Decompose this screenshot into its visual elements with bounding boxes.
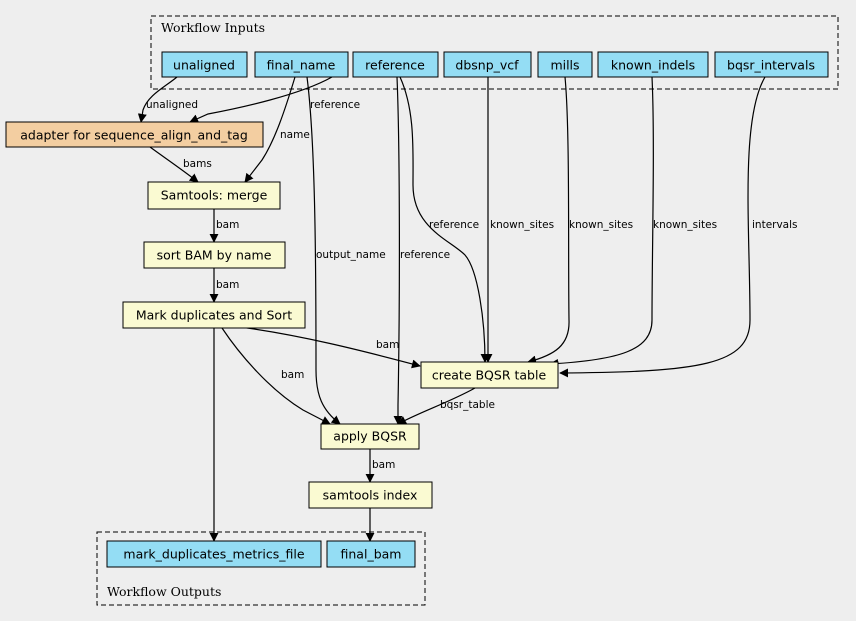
edge-label-name: name <box>280 129 310 141</box>
edge-label-known-sites-dbsnp: known_sites <box>490 219 554 231</box>
output-final-bam[interactable]: final_bam <box>326 540 416 568</box>
edge-label-bqsr-table: bqsr_table <box>440 399 495 411</box>
input-bqsr-intervals[interactable]: bqsr_intervals <box>714 51 829 78</box>
step-mark-duplicates[interactable]: Mark duplicates and Sort <box>122 301 306 329</box>
workflow-outputs-title: Workflow Outputs <box>107 584 221 599</box>
output-metrics-label: mark_duplicates_metrics_file <box>123 547 304 562</box>
step-apply-bqsr-box <box>320 423 420 450</box>
input-dbsnp-vcf-label: dbsnp_vcf <box>455 58 519 73</box>
edge-markdup-to-apply <box>221 327 331 425</box>
output-final-bam-box <box>326 540 416 568</box>
step-adapter-label: adapter for sequence_align_and_tag <box>20 128 248 143</box>
step-create-bqsr-table-label: create BQSR table <box>432 368 547 383</box>
step-samtools-merge-box <box>147 181 281 210</box>
edge-mills-to-table <box>527 76 570 365</box>
edge-unaligned-to-adapter <box>137 76 178 123</box>
step-sort-bam-box <box>143 241 286 269</box>
input-final-name[interactable]: final_name <box>254 51 349 78</box>
workflow-outputs-cluster: Workflow Outputs <box>96 531 426 606</box>
step-adapter-sequence-align[interactable]: adapter for sequence_align_and_tag <box>5 121 264 148</box>
edge-reference-to-apply <box>393 76 403 425</box>
input-known-indels-label: known_indels <box>611 58 695 73</box>
edge-label-bam-markdup-apply: bam <box>281 369 304 381</box>
input-dbsnp-vcf-box <box>443 51 532 78</box>
edge-known-indels-to-table <box>549 76 654 369</box>
input-reference[interactable]: reference <box>352 51 439 78</box>
input-final-name-label: final_name <box>267 58 336 73</box>
input-known-indels[interactable]: known_indels <box>597 51 709 78</box>
step-apply-bqsr-label: apply BQSR <box>333 429 407 444</box>
step-create-bqsr-table-box <box>420 361 559 389</box>
edge-reference-to-table <box>399 76 490 363</box>
workflow-inputs-cluster: Workflow Inputs <box>150 15 839 90</box>
edge-labels: unaligned reference name bams bam bam ou… <box>146 99 798 471</box>
input-unaligned-box <box>161 51 248 78</box>
edge-final-name-to-apply <box>306 76 341 425</box>
edge-markdup-to-table <box>239 326 421 369</box>
edge-label-output-name: output_name <box>316 249 386 261</box>
step-sort-bam-by-name[interactable]: sort BAM by name <box>143 241 286 269</box>
step-apply-bqsr[interactable]: apply BQSR <box>320 423 420 450</box>
edge-label-known-sites-indels: known_sites <box>653 219 717 231</box>
output-mark-duplicates-metrics[interactable]: mark_duplicates_metrics_file <box>106 540 322 568</box>
step-samtools-index-label: samtools index <box>323 488 418 503</box>
input-dbsnp-vcf[interactable]: dbsnp_vcf <box>443 51 532 78</box>
input-mills-label: mills <box>550 58 579 73</box>
input-reference-box <box>352 51 439 78</box>
step-mark-duplicates-label: Mark duplicates and Sort <box>136 308 292 323</box>
step-sort-bam-label: sort BAM by name <box>157 248 272 263</box>
edge-label-bams: bams <box>183 158 212 170</box>
edge-label-bam-markdup-table: bam <box>376 339 399 351</box>
input-mills-box <box>537 51 593 78</box>
edge-label-unaligned: unaligned <box>146 99 198 111</box>
edge-adapter-to-merge <box>149 146 199 183</box>
edges <box>137 76 766 542</box>
step-create-bqsr-table[interactable]: create BQSR table <box>420 361 559 389</box>
edge-label-bam-merge-sort: bam <box>216 219 239 231</box>
edge-label-known-sites-mills: known_sites <box>569 219 633 231</box>
edge-label-intervals: intervals <box>752 219 798 231</box>
input-known-indels-box <box>597 51 709 78</box>
input-unaligned[interactable]: unaligned <box>161 51 248 78</box>
input-mills[interactable]: mills <box>537 51 593 78</box>
input-reference-label: reference <box>365 58 425 73</box>
edge-table-to-apply <box>397 387 476 425</box>
input-bqsr-intervals-box <box>714 51 829 78</box>
input-final-name-box <box>254 51 349 78</box>
edge-final-name-to-merge <box>244 76 296 183</box>
output-final-bam-label: final_bam <box>341 547 402 562</box>
input-unaligned-label: unaligned <box>173 58 235 73</box>
input-bqsr-intervals-label: bqsr_intervals <box>727 58 815 73</box>
edge-label-reference-adapter: reference <box>310 99 360 111</box>
edge-bqsr-intervals-to-table <box>559 76 766 378</box>
workflow-inputs-title: Workflow Inputs <box>161 20 265 35</box>
edge-label-reference-table: reference <box>429 219 479 231</box>
edge-label-bam-apply-index: bam <box>372 459 395 471</box>
step-samtools-merge-label: Samtools: merge <box>161 188 268 203</box>
step-mark-duplicates-box <box>122 301 306 329</box>
edge-label-bam-sort-markdup: bam <box>216 279 239 291</box>
step-samtools-index[interactable]: samtools index <box>308 481 433 509</box>
step-samtools-merge[interactable]: Samtools: merge <box>147 181 281 210</box>
step-adapter-box <box>5 121 264 148</box>
edge-reference-to-adapter <box>189 76 333 123</box>
output-metrics-box <box>106 540 322 568</box>
step-samtools-index-box <box>308 481 433 509</box>
edge-label-reference-apply: reference <box>400 249 450 261</box>
